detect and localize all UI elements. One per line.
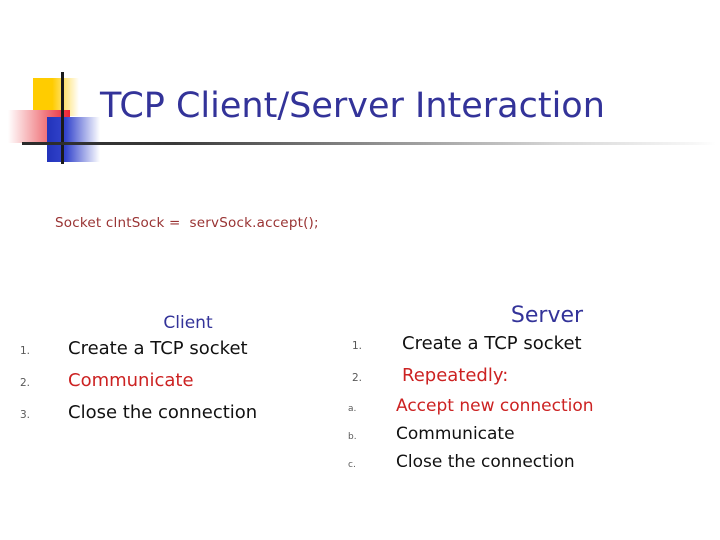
list-item-label: Close the connection (68, 402, 258, 423)
list-item: 1. Create a TCP socket (8, 334, 358, 363)
list-marker: 2. (352, 372, 363, 384)
list-item: b. Communicate (348, 421, 716, 448)
code-snippet: Socket clntSock = servSock.accept(); (55, 215, 319, 231)
list-item: 3. Close the connection (8, 398, 358, 427)
list-marker: a. (348, 404, 357, 414)
list-item: 1. Create a TCP socket (348, 329, 716, 358)
list-item: a. Accept new connection (348, 393, 716, 420)
server-step-list: 1. Create a TCP socket 2. Repeatedly: (348, 329, 716, 390)
list-item: 2. Repeatedly: (348, 361, 716, 390)
list-item-label: Accept new connection (396, 396, 594, 416)
client-step-list: 1. Create a TCP socket 2. Communicate 3.… (8, 334, 358, 427)
list-item-label: Create a TCP socket (402, 333, 582, 354)
ornament-red-rectangle (8, 110, 70, 143)
title-underline-rule (22, 142, 716, 145)
list-marker: 1. (352, 340, 363, 352)
list-marker: 2. (20, 377, 31, 389)
ornament-blue-square (47, 117, 100, 162)
server-column: Server 1. Create a TCP socket 2. Repeate… (348, 300, 716, 477)
list-marker: c. (348, 460, 356, 470)
client-column: Client 1. Create a TCP socket 2. Communi… (8, 300, 358, 430)
list-marker: 3. (20, 409, 31, 421)
list-item-label: Create a TCP socket (68, 338, 248, 359)
ornament-yellow-square (33, 78, 79, 116)
page-title: TCP Client/Server Interaction (100, 86, 605, 126)
list-marker: b. (348, 432, 357, 442)
list-item: c. Close the connection (348, 449, 716, 476)
server-heading: Server (510, 303, 584, 328)
client-heading: Client (163, 313, 213, 333)
list-item-label: Repeatedly: (402, 365, 509, 386)
list-item-label: Close the connection (396, 452, 575, 472)
list-item-label: Communicate (68, 370, 194, 391)
server-substep-list: a. Accept new connection b. Communicate … (348, 393, 716, 476)
list-item-label: Communicate (396, 424, 515, 444)
ornament-vertical-line (61, 72, 64, 164)
list-marker: 1. (20, 345, 31, 357)
list-item: 2. Communicate (8, 366, 358, 395)
